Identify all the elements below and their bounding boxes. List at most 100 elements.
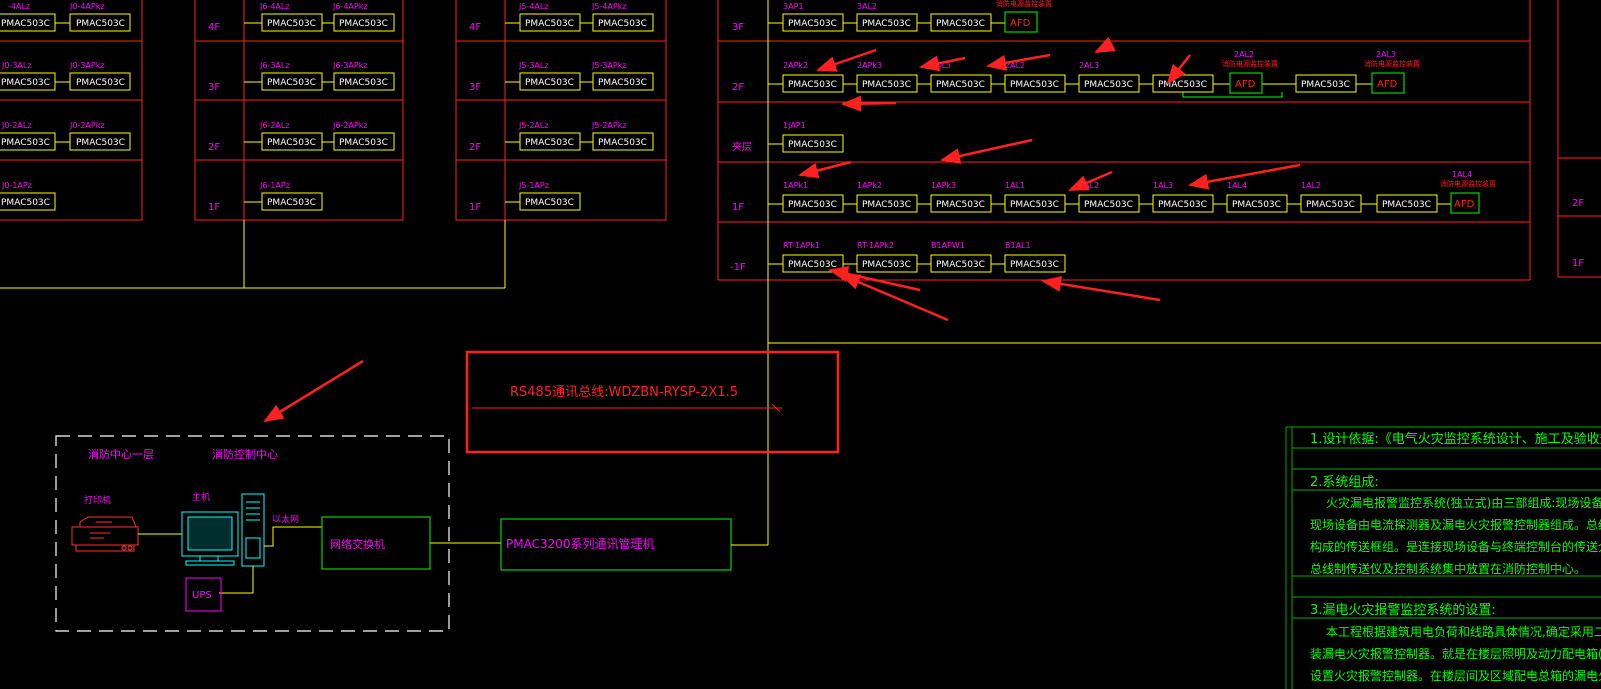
column-4-floor-1f: PMAC503C 1APk1 PMAC503C 1APk2 PMAC503C 1…	[768, 170, 1496, 214]
afd-label: AFD	[1235, 79, 1256, 90]
device-box	[856, 13, 918, 32]
afd-box	[1450, 192, 1480, 214]
afd-box	[1371, 72, 1405, 94]
device-box	[519, 132, 581, 151]
device-box	[1004, 254, 1066, 273]
annotation-arrows	[263, 36, 1301, 423]
device-tag: 1APk1	[783, 181, 808, 190]
device-model: PMAC503C	[525, 78, 574, 88]
device-box	[592, 13, 654, 32]
device-tag: J5-1APz	[518, 181, 549, 190]
device-tag: 1APk3	[931, 181, 956, 190]
device-tag: 2APk3	[857, 61, 882, 70]
ups-label: UPS	[192, 590, 212, 601]
device-model: PMAC503C	[1010, 260, 1059, 270]
device-box	[0, 72, 56, 91]
device-model: PMAC503C	[1306, 200, 1355, 210]
device-model: PMAC503C	[1, 19, 50, 29]
floor-label: 2F	[732, 82, 744, 93]
device-tag: J6-2ALz	[259, 121, 290, 130]
device-box	[0, 132, 56, 151]
floor-label: 1F	[208, 202, 220, 213]
column-4-bus	[767, 0, 1601, 545]
device-tag: 1AL2	[1301, 181, 1321, 190]
device-tag: RT-1APk1	[783, 241, 820, 250]
afd-box	[1004, 11, 1038, 33]
device-tag: 2APk2	[783, 61, 808, 70]
notes-item-2-title: 2.系统组成:	[1310, 475, 1379, 490]
device-box	[0, 192, 56, 211]
device-tag: J0-2APkz	[69, 121, 105, 130]
device-box	[519, 72, 581, 91]
notes-item-3-line: 本工程根据建筑用电负荷和线路具体情况,确定采用二级保护	[1326, 624, 1601, 639]
device-model: PMAC503C	[788, 200, 837, 210]
device-tag: 1AL1	[1005, 181, 1025, 190]
device-tag: J0-3ALz	[1, 61, 32, 70]
device-tag: 3AP1	[783, 2, 803, 11]
ups-box	[185, 577, 222, 612]
column-4-floor-3f: PMAC503C 3AP1 PMAC503C 3AL2 PMAC503C AFD…	[768, 0, 1052, 33]
device-model: PMAC503C	[788, 80, 837, 90]
printer-label: 打印机	[84, 494, 111, 506]
device-box	[782, 74, 844, 93]
device-tag: RT-1APk2	[857, 241, 894, 250]
floor-label: 3F	[469, 82, 481, 93]
device-model: PMAC503C	[1382, 200, 1431, 210]
afd-tag: 2AL2	[1234, 50, 1254, 59]
afd-note: 消防电源监控装置	[996, 0, 1052, 8]
device-model: PMAC503C	[339, 138, 388, 148]
cable-note: RS485通讯总线:WDZBN-RYSP-2X1.5	[510, 385, 738, 400]
column-3	[455, 0, 667, 221]
device-tag: J5-4ALz	[518, 2, 549, 11]
device-box	[0, 13, 56, 32]
afd-label: AFD	[1454, 199, 1475, 210]
device-box	[1004, 194, 1066, 213]
device-box	[333, 72, 395, 91]
control-room-boundary	[55, 435, 450, 632]
device-model: PMAC503C	[936, 200, 985, 210]
column-4-floor-mezzanine: PMAC503C 1jAP1	[768, 121, 844, 153]
device-model: PMAC503C	[1084, 200, 1133, 210]
device-model: PMAC503C	[267, 198, 316, 208]
device-model: PMAC503C	[1, 138, 50, 148]
device-box	[930, 194, 992, 213]
device-model: PMAC503C	[1301, 80, 1350, 90]
device-model: PMAC503C	[267, 78, 316, 88]
printer-icon	[71, 516, 139, 552]
device-tag: 2AL3	[931, 61, 951, 70]
floor-label: 1F	[732, 202, 744, 213]
afd-label: AFD	[1010, 18, 1031, 29]
device-tag: J5-3APkz	[591, 61, 627, 70]
device-tag: B1AL1	[1005, 241, 1031, 250]
device-tag: J6-3ALz	[259, 61, 290, 70]
device-tag: J6-4ALz	[259, 2, 290, 11]
column-1-floor-2: PMAC503C J0-3ALz PMAC503C J0-3APkz	[0, 61, 131, 91]
device-box	[1300, 194, 1362, 213]
device-tag: B1APW1	[931, 241, 965, 250]
notes-item-3-line: 设置火灾报警控制器。在楼层间及区域配电总箱的漏电火灾报警	[1310, 668, 1601, 683]
device-box	[261, 13, 323, 32]
device-box	[261, 72, 323, 91]
notes-item-1: 1.设计依据:《电气火灾监控系统设计、施工及验收规范》DBJ/	[1310, 431, 1601, 447]
highlight-frame	[465, 350, 840, 454]
device-box	[69, 13, 131, 32]
device-box	[1226, 194, 1288, 213]
device-box	[261, 132, 323, 151]
device-tag: J6-4APkz	[332, 2, 368, 11]
afd-tag: 2AL3	[1376, 50, 1396, 59]
afd-box	[1229, 72, 1263, 94]
device-model: PMAC503C	[267, 138, 316, 148]
column-1-floor-3: PMAC503C J0-2ALz PMAC503C J0-2APkz	[0, 121, 131, 151]
device-model: PMAC503C	[339, 19, 388, 29]
floor-label: 4F	[208, 22, 220, 33]
device-model: PMAC503C	[525, 138, 574, 148]
host-label: 主机	[192, 491, 210, 503]
device-model: PMAC503C	[788, 19, 837, 29]
device-box	[1078, 74, 1140, 93]
notes-item-3-line: 装漏电火灾报警控制器。就是在楼层照明及动力配电箱(装于各	[1310, 646, 1601, 661]
device-box	[69, 72, 131, 91]
device-model: PMAC503C	[862, 80, 911, 90]
device-tag: J0-4APkz	[69, 2, 105, 11]
afd-note: 消防电源监控装置	[1222, 59, 1278, 68]
